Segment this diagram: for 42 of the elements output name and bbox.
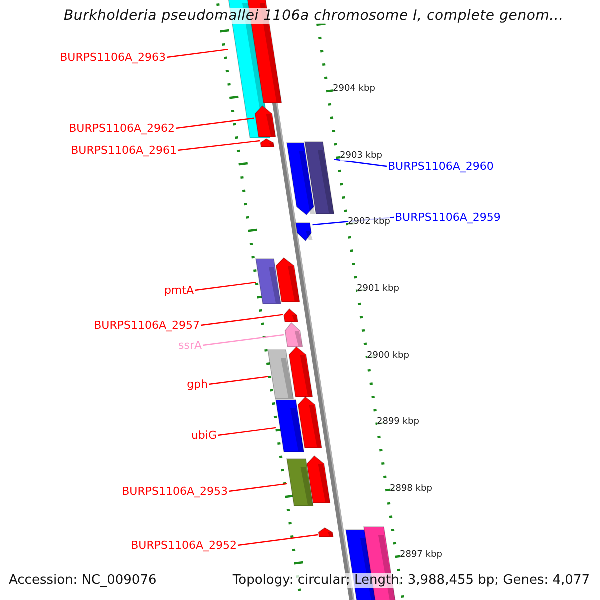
gene-bar: [287, 456, 330, 506]
leader-line: [194, 282, 256, 292]
leader-line: [218, 427, 276, 436]
gene-label: BURPS1106A_2953: [122, 485, 228, 498]
gene-label: BURPS1106A_2952: [131, 539, 237, 552]
gene-bar: [268, 347, 313, 399]
gene-label: BURPS1106A_2961: [71, 144, 177, 157]
leader-line: [238, 534, 318, 546]
scale-label: 2901 kbp: [357, 284, 400, 294]
leader-line: [178, 140, 260, 152]
gene-label: BURPS1106A_2960: [388, 160, 494, 173]
gene-bar: [287, 142, 334, 215]
gene-label: gph: [187, 378, 208, 391]
scale-label: 2902 kbp: [348, 217, 390, 227]
gene-bar: [260, 139, 274, 147]
scale-label: 2898 kbp: [390, 484, 432, 494]
gene-bar: [283, 309, 298, 322]
leader-line: [176, 118, 254, 130]
scale-label: 2904 kbp: [333, 84, 376, 94]
gene-label: ssrA: [178, 339, 202, 352]
leader-line: [202, 334, 284, 346]
leader-line: [334, 159, 388, 168]
leader-line: [166, 48, 228, 58]
scale-label: 2903 kbp: [340, 151, 382, 161]
gene-bar: [296, 223, 313, 241]
gene-label: BURPS1106A_2959: [395, 211, 501, 224]
gene-label: ubiG: [191, 429, 217, 442]
gene-bar: [256, 258, 300, 304]
gene-label: BURPS1106A_2963: [60, 51, 166, 64]
gene-bar: [318, 528, 334, 537]
scale-label: 2899 kbp: [377, 417, 420, 427]
leader-line: [208, 376, 268, 386]
leader-line: [228, 483, 288, 492]
gene-label: BURPS1106A_2962: [69, 122, 175, 135]
leader-line: [200, 314, 284, 326]
genome-info-text: Topology: circular; Length: 3,988,455 bp; Genes: 4,077: [230, 573, 592, 588]
gene-bar: [276, 397, 322, 452]
gene-bar: [284, 323, 303, 347]
scale-label: 2900 kbp: [367, 351, 410, 361]
gene-label: pmtA: [164, 284, 194, 297]
accession-text: Accession: NC_009076: [7, 573, 159, 588]
gene-label: BURPS1106A_2957: [94, 319, 200, 332]
